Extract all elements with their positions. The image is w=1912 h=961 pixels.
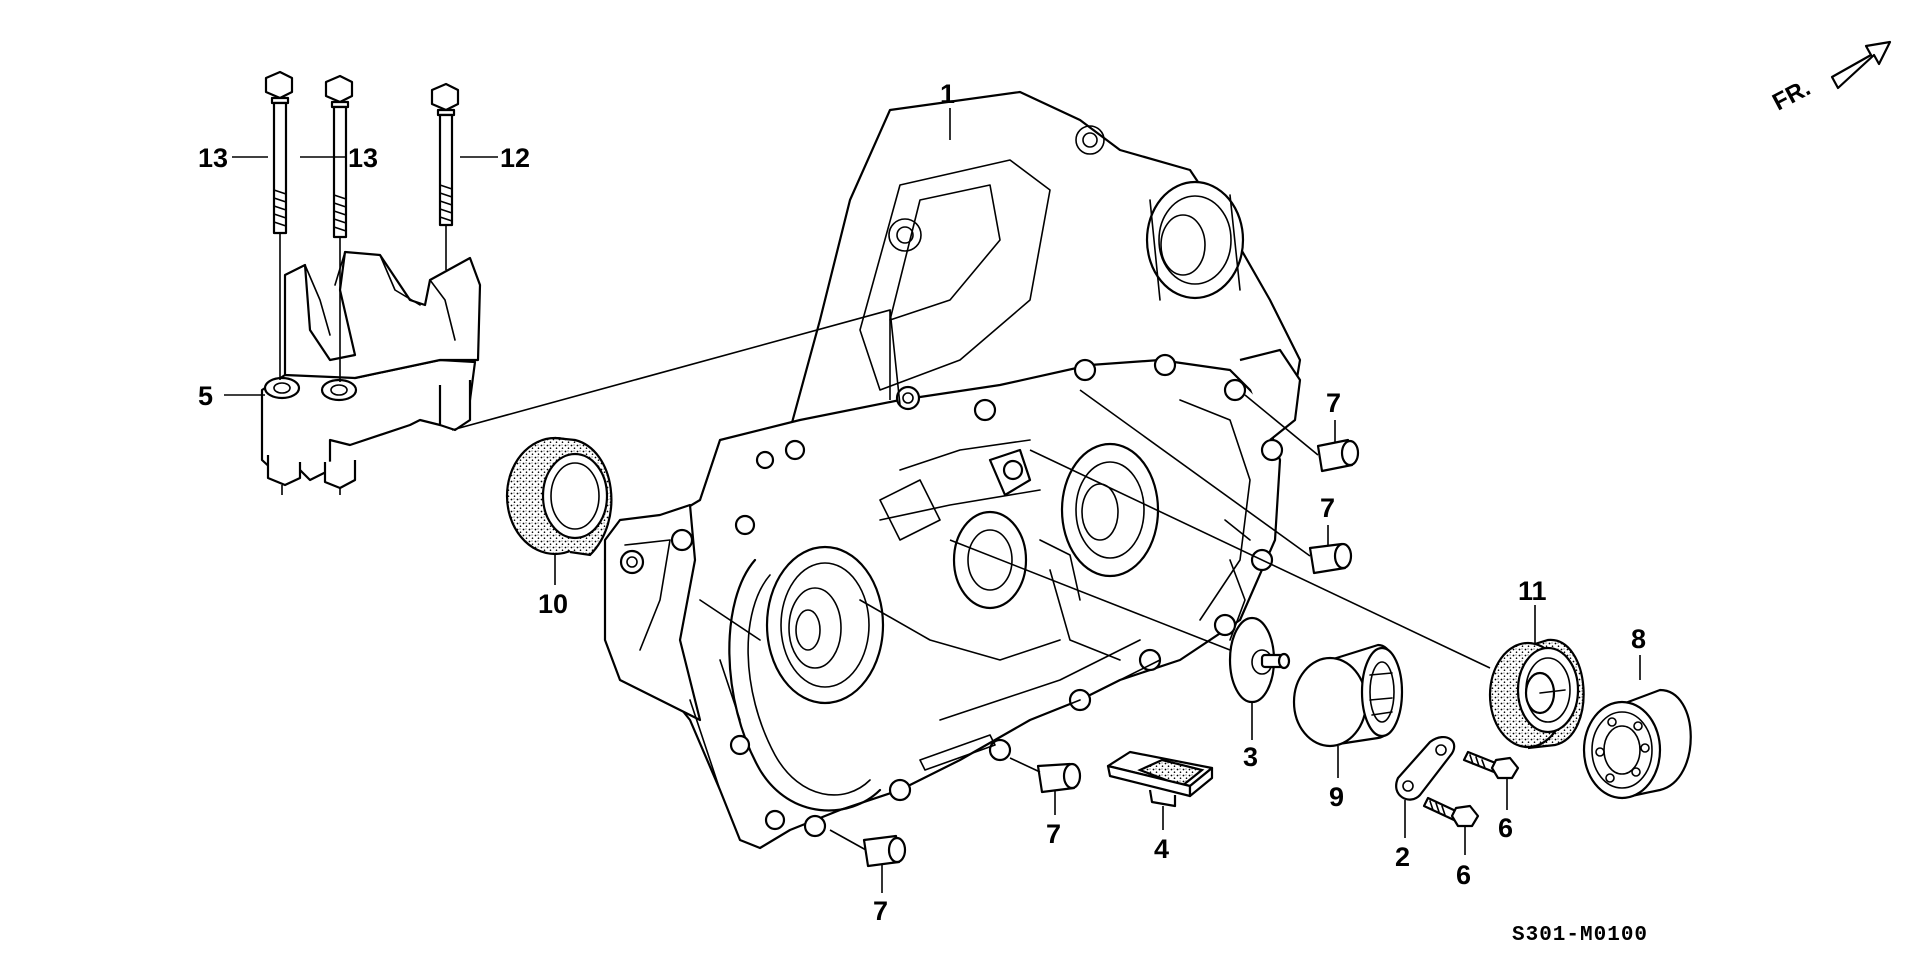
diagram-code: S301-M0100 [1512, 924, 1648, 947]
callout-labels: 1 2 3 4 5 6 6 7 7 7 7 8 9 10 11 12 13 13 [198, 79, 1646, 926]
ball-bearing-part-8 [1582, 655, 1692, 800]
oil-seal-part-10 [505, 436, 613, 585]
front-direction-indicator: FR. [1768, 40, 1892, 116]
bolt-part-13-left [264, 70, 294, 380]
callout-13-right: 13 [348, 143, 378, 173]
callout-5: 5 [198, 381, 213, 411]
callout-7-b: 7 [1320, 493, 1335, 523]
dowel-pin-part-7-a [1244, 394, 1360, 473]
bolt-part-6-lower [1422, 796, 1480, 855]
callout-6-lower: 6 [1456, 860, 1471, 890]
magnet-part-4 [1106, 750, 1214, 830]
dowel-pin-part-7-d [829, 829, 907, 893]
bolt-part-12 [430, 82, 460, 270]
callout-3: 3 [1243, 742, 1258, 772]
lock-plate-part-2 [1395, 736, 1456, 838]
callout-7-c: 7 [1046, 819, 1061, 849]
callout-11: 11 [1518, 576, 1547, 606]
bolt-part-13-right [324, 74, 354, 382]
callout-4: 4 [1154, 834, 1169, 864]
callout-10: 10 [538, 589, 568, 619]
callout-6-upper: 6 [1498, 813, 1513, 843]
oil-guide-plate-part-3 [949, 539, 1291, 740]
leaders-bolts [224, 156, 498, 396]
callout-8: 8 [1631, 624, 1646, 654]
callout-7-d: 7 [873, 896, 888, 926]
front-arrow-icon [1830, 40, 1892, 90]
transmission-housing-part-1 [603, 90, 1302, 850]
bracket-part-5 [260, 250, 482, 495]
callout-7-a: 7 [1326, 388, 1341, 418]
needle-bearing-part-9 [1292, 643, 1404, 778]
dowel-pin-part-7-b [1079, 389, 1353, 575]
callout-13-left: 13 [198, 143, 228, 173]
callout-1: 1 [940, 79, 955, 109]
callout-9: 9 [1329, 782, 1344, 812]
front-direction-label: FR. [1768, 74, 1815, 116]
ball-bearing-part-11 [1029, 449, 1585, 750]
dowel-pin-part-7-c [1009, 757, 1082, 815]
callout-12: 12 [500, 143, 530, 173]
bolt-part-6-upper [1462, 750, 1520, 810]
callout-2: 2 [1395, 842, 1410, 872]
